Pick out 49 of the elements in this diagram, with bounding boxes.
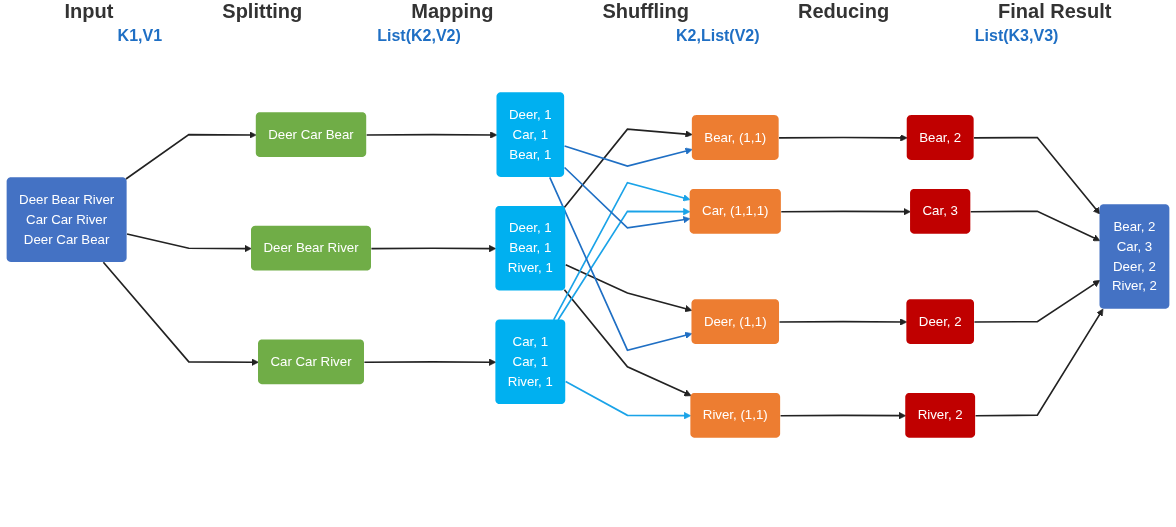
arrow (552, 181, 691, 321)
arrow (564, 263, 693, 313)
arrow (102, 261, 259, 366)
node-box: Deer, 1 Car, 1 Bear, 1 (496, 92, 565, 177)
node-box: Deer, (1,1) (691, 299, 780, 344)
type-label: List(K3,V3) (974, 27, 1059, 45)
arrow (365, 131, 498, 139)
arrow (563, 166, 691, 229)
arrow (779, 412, 906, 420)
arrow (557, 208, 691, 321)
node-box: Bear, 2 Car, 3 Deer, 2 River, 2 (1099, 204, 1170, 309)
node-box: Car, (1,1,1) (689, 188, 781, 234)
node-box: Deer Car Bear (255, 112, 367, 157)
node-box: Car, 3 (910, 188, 971, 234)
type-label: List(K2,V2) (377, 27, 461, 45)
node-box: Bear, (1,1) (691, 115, 779, 160)
arrow (778, 134, 908, 142)
node-box: Deer Bear River Car Car River Deer Car Bear (6, 177, 127, 262)
column-heading: Shuffling (602, 0, 690, 23)
node-box: Deer, 2 (906, 299, 974, 344)
node-box: Car, 1 Car, 1 River, 1 (495, 319, 566, 405)
node-box: River, 2 (905, 392, 976, 438)
type-label: K1,V1 (117, 27, 163, 45)
column-heading: Mapping (411, 0, 494, 23)
arrow (780, 208, 911, 216)
arrow (974, 308, 1104, 417)
arrow (564, 380, 692, 420)
node-box: Deer, 1 Bear, 1 River, 1 (495, 205, 566, 291)
node-box: Car Car River (258, 339, 364, 385)
arrow (969, 210, 1101, 242)
arrow (973, 280, 1101, 323)
column-heading: Final Result (998, 0, 1112, 23)
arrow (548, 176, 693, 352)
column-heading: Reducing (798, 0, 890, 23)
arrow (563, 288, 692, 397)
arrow (363, 358, 497, 366)
arrow (778, 318, 908, 326)
arrow (563, 128, 693, 209)
arrow (370, 244, 497, 253)
node-box: Deer Bear River (251, 225, 371, 271)
arrow (126, 233, 252, 253)
arrow (973, 136, 1101, 215)
node-box: Bear, 2 (906, 115, 974, 160)
column-heading: Input (64, 0, 114, 23)
column-heading: Splitting (222, 0, 303, 23)
arrow (125, 131, 257, 180)
type-label: K2,List(V2) (676, 27, 760, 45)
arrow (563, 145, 693, 167)
node-box: River, (1,1) (690, 392, 781, 438)
